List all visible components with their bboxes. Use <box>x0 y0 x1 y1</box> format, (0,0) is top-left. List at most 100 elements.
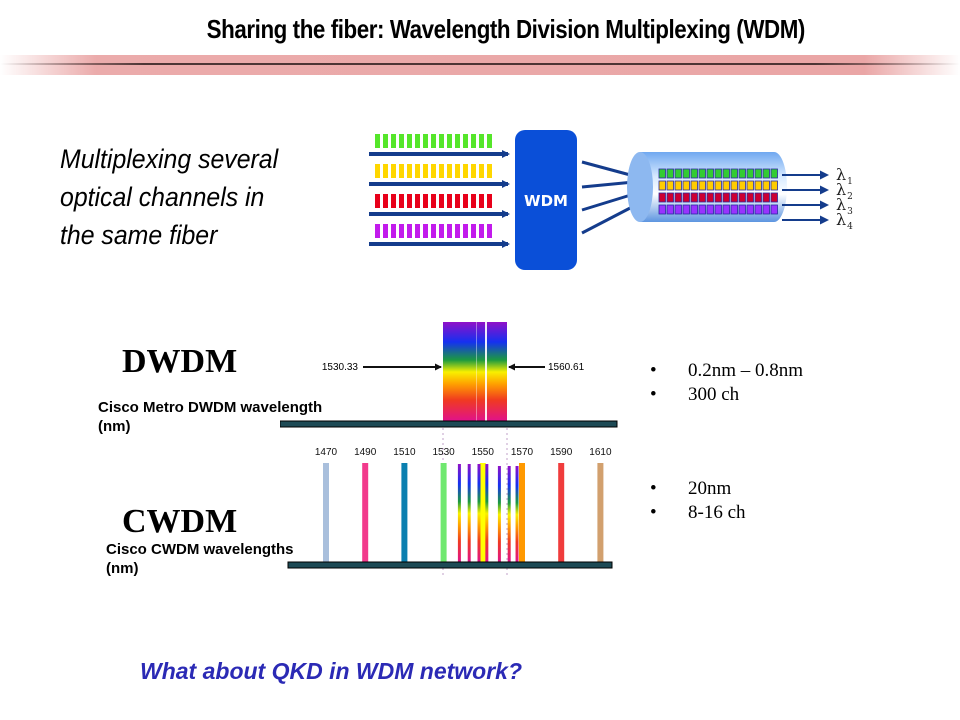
fan-line <box>581 180 635 189</box>
fiber-pulse <box>682 192 690 203</box>
fiber-pulse <box>762 204 770 215</box>
fiber-pulse <box>746 168 754 179</box>
intro-line: optical channels in <box>60 182 265 212</box>
cwdm-tick-label: 1470 <box>315 447 338 458</box>
fiber-pulse <box>770 180 778 191</box>
channel-pulse <box>471 194 476 208</box>
fiber-pulse <box>738 180 746 191</box>
cwdm-channel-bar <box>323 463 329 563</box>
fiber-pulse <box>690 180 698 191</box>
channel-pulse <box>439 194 444 208</box>
channel-pulse <box>439 134 444 148</box>
channel-pulse <box>431 134 436 148</box>
fiber-pulse <box>746 180 754 191</box>
lambda-subscript: 1 <box>847 177 853 187</box>
bullet-item: •0.2nm – 0.8nm <box>630 360 803 384</box>
fiber-pulse <box>698 180 706 191</box>
dwdm-axis-label: Cisco Metro DWDM wavelength (nm) <box>98 398 322 436</box>
fiber-pulse <box>682 204 690 215</box>
fiber-pulse <box>738 168 746 179</box>
channel-pulse <box>463 164 468 178</box>
intro-line: the same fiber <box>60 220 218 250</box>
fiber-pulse <box>722 168 730 179</box>
lambda-subscript: 4 <box>847 222 853 232</box>
bullet-text: 20nm <box>688 478 732 499</box>
lambda-subscript: 3 <box>847 207 853 217</box>
cwdm-tick-label: 1610 <box>589 447 612 458</box>
fiber-pulse <box>706 180 714 191</box>
channel-pulse <box>479 194 484 208</box>
cwdm-tick-label: 1590 <box>550 447 573 458</box>
cwdm-channel-bar <box>401 463 408 563</box>
channel-pulse <box>391 194 396 208</box>
channel-pulse <box>375 134 380 148</box>
cwdm-tick-label: 1550 <box>472 447 495 458</box>
channel-pulse <box>455 164 460 178</box>
bullet-item: •300 ch <box>630 384 803 408</box>
channel-pulse <box>431 224 436 238</box>
channel-pulse <box>455 194 460 208</box>
fiber-pulse <box>658 168 666 179</box>
fan-out-lines <box>581 160 635 235</box>
title-underline-line <box>0 63 960 65</box>
fiber-pulse <box>674 180 682 191</box>
channel-pulse <box>407 164 412 178</box>
fiber-pulse <box>746 192 754 203</box>
fiber-pulse <box>754 180 762 191</box>
closing-question: What about QKD in WDM network? <box>140 658 523 684</box>
channel-pulse <box>415 194 420 208</box>
cwdm-tick-label: 1530 <box>432 447 455 458</box>
channel-pulse <box>383 164 388 178</box>
cwdm-channel-bar <box>362 463 369 563</box>
bullet-text: 0.2nm – 0.8nm <box>688 360 804 381</box>
cwdm-axis-bar <box>287 561 613 569</box>
fiber-pulse <box>682 180 690 191</box>
fiber-pulse <box>682 168 690 179</box>
channel-pulse <box>431 194 436 208</box>
fiber-pulse <box>698 168 706 179</box>
channel-pulse <box>463 134 468 148</box>
channel-pulse <box>375 194 380 208</box>
fiber-pulse <box>714 204 722 215</box>
fiber-pulse <box>730 180 738 191</box>
channel-pulse <box>375 224 380 238</box>
fiber-pulse <box>738 204 746 215</box>
fiber-pulse <box>762 180 770 191</box>
channel-pulse <box>375 164 380 178</box>
cwdm-bullets: •20nm •8-16 ch <box>630 478 746 526</box>
channel-pulse <box>415 134 420 148</box>
dwdm-axis-label-line: (nm) <box>98 418 131 435</box>
dwdm-subchannel-bar <box>467 464 471 563</box>
channel-pulse <box>423 224 428 238</box>
slide-title: Sharing the fiber: Wavelength Division M… <box>206 14 806 44</box>
title-underline-band <box>0 55 960 75</box>
cwdm-channel-bar <box>558 463 565 563</box>
fiber-channel-rows <box>658 168 778 215</box>
channel-pulse <box>399 134 404 148</box>
dwdm-heading: DWDM <box>122 343 238 380</box>
cwdm-tick-label: 1570 <box>511 447 534 458</box>
dwdm-subchannel-bar <box>477 464 481 563</box>
fiber-pulse <box>770 192 778 203</box>
channel-pulse <box>415 224 420 238</box>
channel-pulse <box>383 194 388 208</box>
fiber-pulse <box>666 168 674 179</box>
channel-pulse <box>447 134 452 148</box>
cwdm-channel-bar <box>479 463 486 563</box>
channel-pulse <box>391 134 396 148</box>
fiber-pulse <box>666 192 674 203</box>
fiber-pulse <box>666 180 674 191</box>
channel-pulse <box>447 164 452 178</box>
channel-pulse <box>455 134 460 148</box>
channel-pulse <box>439 164 444 178</box>
cwdm-tick-label: 1510 <box>393 447 416 458</box>
channel-pulse <box>383 224 388 238</box>
fiber-pulse <box>770 168 778 179</box>
channel-pulse <box>471 134 476 148</box>
channel-pulse <box>487 224 492 238</box>
fiber-pulse <box>722 204 730 215</box>
cwdm-channel-bar <box>440 463 447 563</box>
